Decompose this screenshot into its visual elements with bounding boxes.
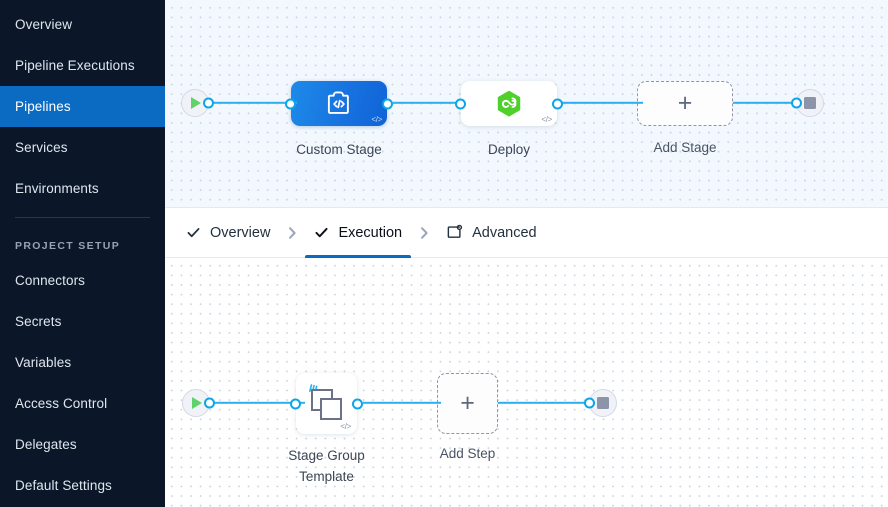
sidebar-item-pipeline-executions[interactable]: Pipeline Executions xyxy=(0,45,165,86)
tab-execution[interactable]: Execution xyxy=(305,207,411,258)
chevron-right-icon xyxy=(288,226,296,239)
sidebar-item-label: Environments xyxy=(15,181,99,196)
sidebar-item-connectors[interactable]: Connectors xyxy=(0,260,165,301)
step-canvas[interactable]: </> Stage Group Template + Add Step xyxy=(165,258,888,507)
sidebar-item-label: Secrets xyxy=(15,314,62,329)
play-icon xyxy=(191,97,201,109)
stage-node-add-stage[interactable]: + Add Stage xyxy=(637,81,733,155)
step-node-stage-group-template[interactable]: </> Stage Group Template xyxy=(288,373,365,484)
sidebar-section-label: PROJECT SETUP xyxy=(15,240,121,252)
deploy-card[interactable]: </> xyxy=(461,81,557,126)
tab-label: Overview xyxy=(210,224,271,241)
sidebar-item-secrets[interactable]: Secrets xyxy=(0,301,165,342)
add-stage-card[interactable]: + xyxy=(637,81,733,126)
step-start-node[interactable] xyxy=(182,389,215,417)
tab-label: Execution xyxy=(338,224,403,241)
step-node-add-step[interactable]: + Add Step xyxy=(437,373,498,461)
tab-advanced[interactable]: Advanced xyxy=(437,207,546,258)
edge-deploy-to-add-stage xyxy=(557,101,643,105)
stop-icon xyxy=(804,97,816,109)
stage-start-node[interactable] xyxy=(181,89,214,117)
sidebar-item-label: Access Control xyxy=(15,396,108,411)
sidebar-item-pipelines[interactable]: Pipelines xyxy=(0,86,165,127)
check-icon xyxy=(315,227,328,238)
tab-overview[interactable]: Overview xyxy=(177,207,279,258)
sidebar-item-default-settings[interactable]: Default Settings xyxy=(0,465,165,506)
sidebar-item-label: Services xyxy=(15,140,68,155)
stage-node-custom-stage[interactable]: </> Custom Stage xyxy=(285,81,393,157)
tab-label: Advanced xyxy=(472,224,537,241)
play-icon xyxy=(192,397,202,409)
start-port[interactable] xyxy=(203,97,214,109)
sidebar-item-services[interactable]: Services xyxy=(0,127,165,168)
tab-separator-1 xyxy=(279,225,305,241)
sidebar-item-label: Connectors xyxy=(15,273,86,288)
sidebar-item-label: Pipelines xyxy=(15,99,71,114)
start-port[interactable] xyxy=(204,397,215,409)
edge-start-to-stage-group-template xyxy=(210,401,305,405)
tab-separator-2 xyxy=(411,225,437,241)
edge-custom-stage-to-deploy xyxy=(393,101,457,105)
check-icon xyxy=(187,228,200,238)
custom-stage-card[interactable]: </> xyxy=(291,81,387,126)
add-step-label: Add Step xyxy=(439,446,496,461)
sidebar-divider xyxy=(15,217,150,218)
deploy-label: Deploy xyxy=(487,142,531,157)
sidebar-item-overview[interactable]: Overview xyxy=(0,4,165,45)
edge-stage-group-template-to-add-step xyxy=(363,401,441,405)
custom-stage-out-port[interactable] xyxy=(382,98,393,109)
start-circle xyxy=(181,89,209,117)
deploy-in-port[interactable] xyxy=(455,98,466,109)
stage-group-template-label: Stage Group Template xyxy=(288,448,365,484)
stage-end-node[interactable] xyxy=(791,89,824,117)
advanced-gear-icon xyxy=(447,224,463,238)
add-step-card[interactable]: + xyxy=(437,373,498,434)
edge-start-to-custom-stage xyxy=(209,101,297,105)
stage-group-template-out-port[interactable] xyxy=(352,398,363,409)
stage-canvas[interactable]: </> Custom Stage </> xyxy=(165,0,888,207)
stage-group-template-card[interactable]: </> xyxy=(296,373,357,434)
custom-stage-label: Custom Stage xyxy=(296,142,382,157)
sidebar-item-label: Delegates xyxy=(15,437,77,452)
custom-stage-icon xyxy=(327,90,349,114)
deploy-out-port[interactable] xyxy=(552,98,563,109)
plus-icon: + xyxy=(677,89,693,117)
edge-add-stage-to-end xyxy=(733,101,801,105)
stage-node-deploy[interactable]: </> Deploy xyxy=(455,81,563,157)
sidebar-item-delegates[interactable]: Delegates xyxy=(0,424,165,465)
custom-stage-code-badge: </> xyxy=(371,115,382,124)
sidebar-item-variables[interactable]: Variables xyxy=(0,342,165,383)
sidebar-item-label: Overview xyxy=(15,17,73,32)
stage-group-template-in-port[interactable] xyxy=(290,398,301,409)
sidebar-item-label: Pipeline Executions xyxy=(15,58,135,73)
sidebar-item-environments[interactable]: Environments xyxy=(0,168,165,209)
end-port[interactable] xyxy=(791,97,802,109)
sidebar-item-label: Variables xyxy=(15,355,72,370)
step-end-node[interactable] xyxy=(584,389,617,417)
edge-add-step-to-end xyxy=(498,401,594,405)
chevron-right-icon xyxy=(420,226,428,239)
deploy-code-badge: </> xyxy=(541,115,552,124)
custom-stage-in-port[interactable] xyxy=(285,98,296,109)
add-stage-label: Add Stage xyxy=(653,140,717,155)
end-port[interactable] xyxy=(584,397,595,409)
stop-icon xyxy=(597,397,609,409)
deploy-hexagon-icon xyxy=(497,90,521,117)
stage-group-template-icon xyxy=(308,383,342,420)
main-content: </> Custom Stage </> xyxy=(165,0,888,507)
sidebar-item-access-control[interactable]: Access Control xyxy=(0,383,165,424)
plus-icon: + xyxy=(460,389,475,417)
stage-group-template-code-badge: </> xyxy=(340,422,351,431)
sidebar-item-label: Default Settings xyxy=(15,478,112,493)
stage-config-tabbar: Overview Execution xyxy=(165,207,888,258)
sidebar: Overview Pipeline Executions Pipelines S… xyxy=(0,0,165,507)
